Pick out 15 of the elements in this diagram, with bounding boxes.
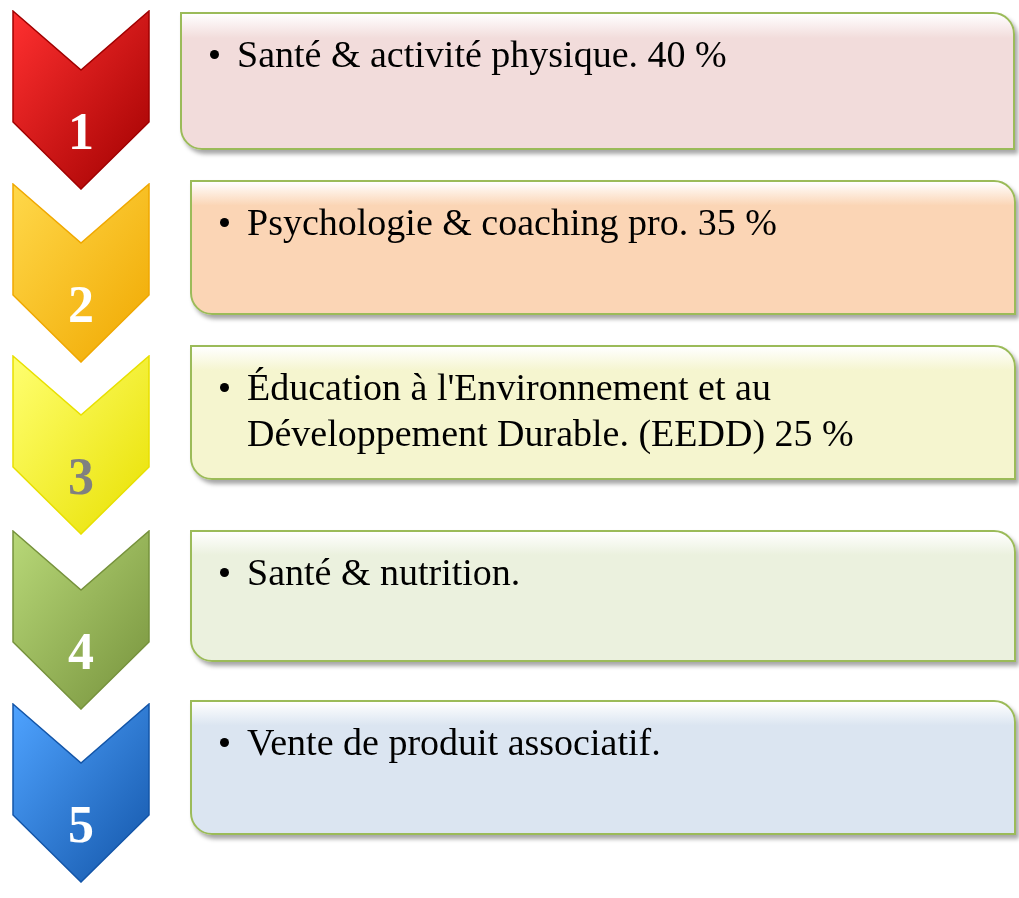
item-text: Santé & nutrition. — [247, 550, 521, 595]
step-number: 2 — [67, 279, 95, 331]
step-number: 4 — [67, 626, 95, 678]
item-text: Psychologie & coaching pro. 35 % — [247, 200, 777, 245]
text-panel — [190, 700, 1016, 835]
text-panel — [190, 530, 1016, 662]
text-panel — [190, 345, 1016, 480]
text-panel — [180, 12, 1015, 150]
step-number: 5 — [67, 799, 95, 851]
item-text: Santé & activité physique. 40 % — [237, 32, 727, 77]
item-text: Vente de produit associatif. — [247, 720, 661, 765]
item-text: Éducation à l'Environnement et au Développement Durable. (EEDD) 25 % — [247, 365, 855, 456]
step-number: 1 — [67, 106, 95, 158]
step-number: 3 — [67, 451, 95, 503]
text-panel — [190, 180, 1016, 315]
